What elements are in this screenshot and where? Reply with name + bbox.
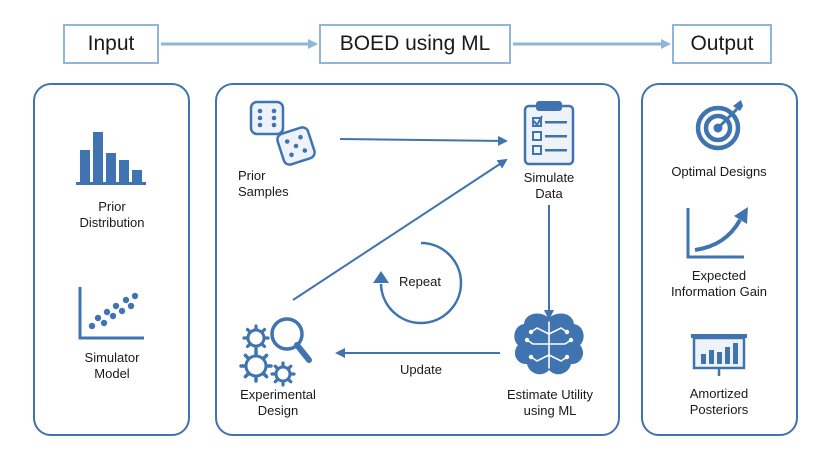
gears-magnifier-icon [239, 317, 312, 387]
scatter-plot-icon [78, 287, 144, 340]
boed-header-label: BOED using ML [339, 32, 491, 55]
presentation-chart-icon [691, 334, 747, 376]
estimate-utility-label: Estimate Utility using ML [507, 387, 593, 418]
brain-circuit-icon [514, 313, 584, 375]
expected-information-gain-label: Expected Information Gain [670, 268, 768, 299]
optimal-designs-label: Optimal Designs [671, 164, 767, 179]
arrow-design-to-simulate [292, 158, 508, 301]
clipboard-icon [523, 101, 575, 166]
simulator-model-label: Simulator Model [84, 350, 140, 381]
amortized-posteriors-label: Amortized Posteriors [689, 386, 749, 417]
growth-curve-icon [686, 207, 748, 259]
dice-icon [249, 100, 316, 166]
boed-header-box: BOED using ML [319, 24, 511, 64]
target-icon [695, 100, 743, 151]
boed-panel [215, 83, 620, 436]
arrow-prior-to-simulate [339, 135, 508, 146]
output-header-box: Output [672, 24, 772, 64]
input-header-box: Input [63, 24, 159, 64]
simulate-data-label: Simulate Data [523, 170, 575, 201]
histogram-icon [76, 132, 146, 185]
repeat-label: Repeat [399, 274, 441, 289]
prior-distribution-label: Prior Distribution [79, 199, 145, 230]
update-label: Update [400, 362, 442, 377]
output-panel [641, 83, 798, 436]
input-panel [33, 83, 190, 436]
output-header-label: Output [690, 32, 754, 55]
repeat-arrow-head [373, 271, 389, 283]
repeat-cycle-arrow [379, 241, 463, 325]
prior-samples-label: Prior Samples [238, 168, 289, 199]
input-header-label: Input [87, 32, 135, 55]
experimental-design-label: Experimental Design [240, 387, 316, 418]
